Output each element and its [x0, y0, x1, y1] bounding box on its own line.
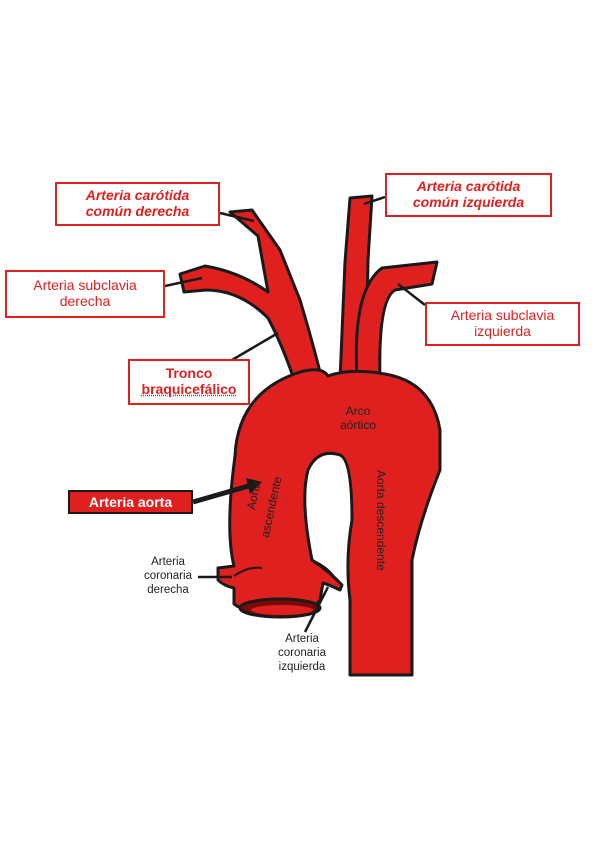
label-aorta-descendente: Aorta descendente — [374, 470, 388, 571]
label-subclavia-izquierda-line1: Arteria subclavia — [450, 307, 555, 323]
label-carotida-derecha: Arteria carótida común derecha — [55, 182, 220, 226]
label-coronaria-derecha-line3: derecha — [147, 583, 189, 596]
aorta-vessel — [178, 194, 442, 677]
label-subclavia-derecha-line1: Arteria subclavia — [33, 277, 137, 293]
aortic-root-opening-inner — [251, 605, 313, 615]
label-coronaria-izquierda-line2: coronaria — [278, 646, 326, 659]
left-coronary-curl — [311, 559, 337, 581]
label-arteria-aorta: Arteria aorta — [68, 490, 193, 514]
leader-ccd — [219, 211, 255, 223]
label-subclavia-derecha-line2: derecha — [59, 293, 111, 310]
leader-cci — [363, 195, 386, 206]
label-subclavia-izquierda-line2: izquierda — [474, 323, 531, 340]
label-carotida-derecha-line1: Arteria carótida — [85, 187, 190, 203]
label-arco-aortico: Arco aórtico — [318, 404, 398, 433]
label-tronco-braquicefalico: Tronco braquicefálico — [128, 359, 250, 405]
brachiocephalic-trunk — [178, 208, 322, 394]
label-coronaria-izquierda: Arteria coronaria izquierda — [262, 633, 342, 674]
label-carotida-izquierda-line1: Arteria carótida — [416, 178, 521, 194]
label-tronco-line1: Tronco — [165, 365, 213, 381]
label-carotida-izquierda: Arteria carótida común izquierda — [385, 173, 552, 217]
label-coronaria-derecha: Arteria coronaria derecha — [128, 556, 208, 597]
leader-scd — [164, 276, 203, 288]
right-coronary-curl — [233, 566, 263, 577]
leader-lines — [164, 195, 426, 633]
label-carotida-izquierda-line2: común izquierda — [412, 194, 525, 211]
label-coronaria-izquierda-line1: Arteria — [285, 633, 319, 645]
label-coronaria-derecha-line2: coronaria — [144, 569, 192, 582]
label-coronaria-izquierda-line3: izquierda — [278, 660, 326, 673]
label-subclavia-izquierda: Arteria subclavia izquierda — [425, 302, 580, 346]
label-subclavia-derecha: Arteria subclavia derecha — [5, 270, 165, 318]
leader-coronaria-izquierda — [303, 586, 330, 633]
leader-tb — [231, 331, 279, 362]
left-subclavian-artery — [354, 260, 439, 382]
label-coronaria-derecha-line1: Arteria — [151, 556, 185, 568]
label-tronco-line2: braquicefálico — [141, 381, 237, 398]
aorta-arrow — [192, 478, 262, 505]
label-arco-line2: aórtico — [339, 418, 377, 433]
label-arco-line1: Arco — [345, 404, 371, 418]
label-carotida-derecha-line2: común derecha — [85, 203, 190, 220]
leader-sci — [397, 283, 426, 306]
